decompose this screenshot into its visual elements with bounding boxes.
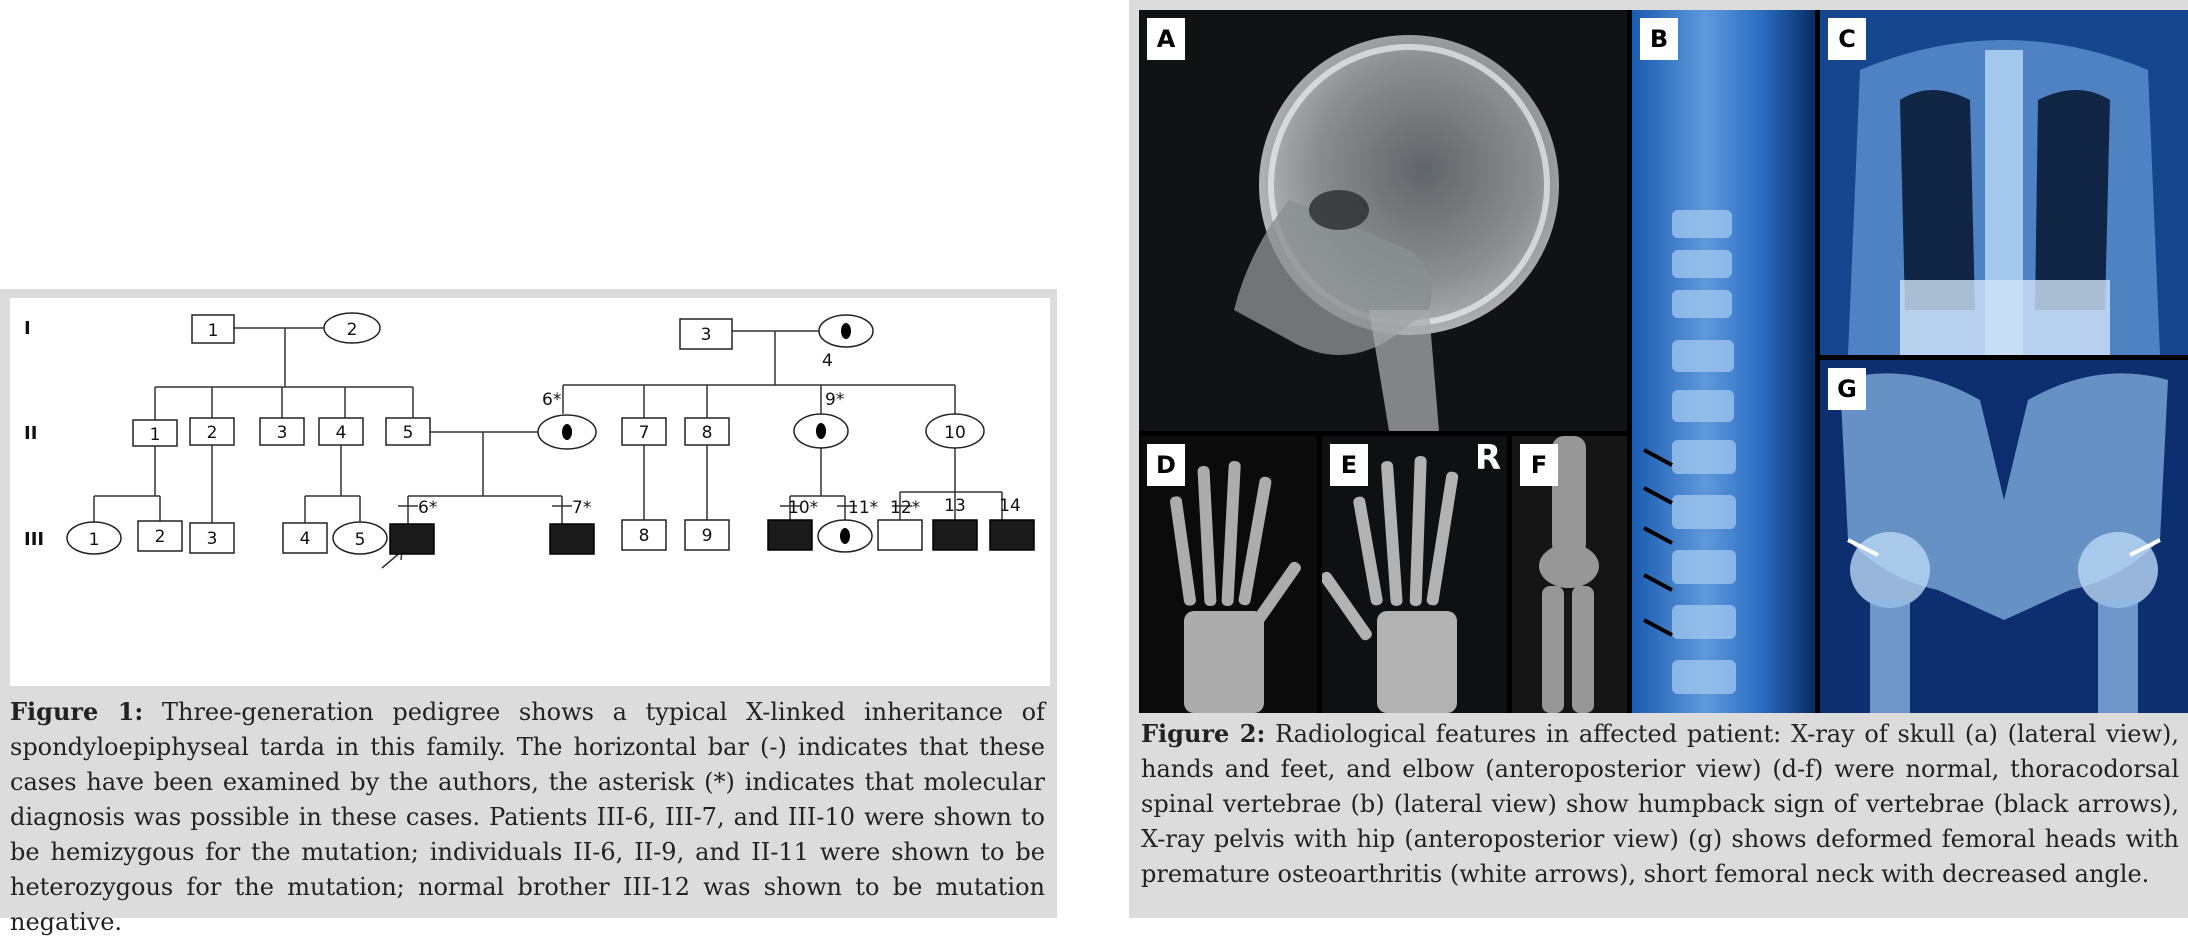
pedigree-male-III-2 (137, 520, 183, 552)
pedigree-label-I-2: 2 (347, 320, 358, 340)
pedigree-male-II-2 (189, 417, 235, 446)
pedigree-affected-male-III-14 (989, 519, 1035, 551)
pedigree-label-II-7: 7 (639, 423, 650, 443)
pedigree-label-III-7: 7* (572, 498, 591, 518)
figure-2-caption: Figure 2: Radiological features in affec… (1141, 716, 2179, 892)
pedigree-affected-male-III-7 (549, 523, 595, 555)
panel-f-elbow-xray: F (1512, 436, 1627, 713)
pedigree-label-III-1: 1 (89, 530, 100, 550)
pedigree-male-II-5 (385, 417, 431, 446)
pedigree-label-III-10: 10* (788, 498, 818, 518)
pedigree-male-II-7 (621, 417, 667, 446)
pedigree-affected-male-III-10 (767, 519, 813, 551)
pedigree-male-III-8 (621, 519, 667, 551)
pedigree-male-III-4 (282, 522, 328, 554)
pedigree-male-II-8 (684, 417, 730, 446)
pedigree-label-I-1: 1 (208, 321, 219, 341)
pedigree-male-I-3 (679, 318, 733, 350)
skull-xray-image (1234, 35, 1559, 431)
pedigree-label-III-2: 2 (155, 527, 166, 547)
pedigree-male-II-4 (318, 417, 364, 446)
pedigree-label-II-3: 3 (277, 423, 288, 443)
pedigree-label-III-8: 8 (639, 526, 650, 546)
pedigree-label-II-5: 5 (403, 423, 414, 443)
spine-xray-image (1632, 10, 1815, 713)
carrier-dot-III-11 (840, 528, 850, 544)
generation-label-II: II (24, 423, 37, 444)
pedigree-male-I-1 (191, 314, 235, 344)
panel-c-chest-xray: C (1820, 10, 2188, 355)
pedigree-label-III-9: 9 (702, 526, 713, 546)
pedigree-label-III-12: 12* (890, 498, 920, 518)
pedigree-label-II-4: 4 (336, 423, 347, 443)
figure-2-caption-label: Figure 2: (1141, 719, 1266, 748)
pedigree-male-II-1 (132, 419, 178, 447)
panel-label-e: E (1330, 444, 1368, 486)
panel-label-f: F (1520, 444, 1558, 486)
figure-1-caption-label: Figure 1: (10, 697, 144, 726)
pedigree-label-III-11: 11* (848, 498, 878, 518)
carrier-dot-II-6 (562, 424, 572, 440)
pedigree-female-II-10 (925, 413, 985, 449)
figure-2-caption-text: Radiological features in affected patien… (1141, 720, 2180, 888)
pedigree-male-III-12 (877, 519, 923, 551)
pedigree-male-II-3 (259, 417, 305, 446)
pedigree-label-I-3: 3 (701, 325, 712, 345)
pedigree-label-II-10: 10 (944, 423, 966, 443)
pedigree-label-III-5: 5 (355, 530, 366, 550)
figure-2: A (1129, 0, 2188, 918)
panel-d-hand-xray: D (1139, 436, 1317, 713)
pedigree-affected-male-III-6 (389, 523, 435, 555)
pedigree-label-II-6: 6* (542, 390, 561, 410)
carrier-dot-II-9 (816, 423, 826, 439)
panel-label-a: A (1147, 18, 1185, 60)
pedigree-svg: I II III 1 2 3 4 1 2 3 4 5 6 (24, 312, 1035, 569)
panel-b-spine-xray: B (1632, 10, 1815, 713)
panel-label-g: G (1828, 368, 1866, 410)
panel-label-c: C (1828, 18, 1866, 60)
pedigree-chart: I II III 1 2 3 4 1 2 3 4 5 6 (10, 298, 1050, 686)
pedigree-label-II-1: 1 (150, 425, 161, 445)
elbow-xray-image (1539, 436, 1599, 713)
pedigree-affected-male-III-13 (932, 519, 978, 551)
panel-label-b: B (1640, 18, 1678, 60)
generation-label-I: I (24, 318, 31, 339)
pedigree-male-III-9 (684, 519, 730, 551)
pedigree-label-I-4: 4 (822, 351, 833, 371)
pedigree-label-III-14: 14 (999, 496, 1021, 516)
pedigree-female-I-2 (323, 312, 381, 344)
pelvis-xray-image (1820, 360, 2188, 713)
pedigree-male-III-3 (189, 522, 235, 554)
hand-xray-image-e (1322, 456, 1459, 713)
pedigree-label-III-3: 3 (207, 529, 218, 549)
figure-1-caption: Figure 1: Three-generation pedigree show… (10, 694, 1045, 940)
panel-label-d: D (1147, 444, 1185, 486)
pedigree-label-III-13: 13 (944, 496, 966, 516)
hand-xray-image-d (1170, 461, 1301, 713)
carrier-dot-I-4 (841, 323, 851, 339)
side-marker-r: R (1474, 438, 1501, 478)
figure-1: I II III 1 2 3 4 1 2 3 4 5 6 (0, 289, 1057, 936)
chest-xray-image (1820, 10, 2188, 355)
pedigree-label-III-6: 6* (418, 498, 437, 518)
pedigree-label-II-9: 9* (825, 390, 844, 410)
xray-panel-grid: A (1139, 10, 2188, 713)
panel-g-pelvis-xray: G (1820, 360, 2188, 713)
pedigree-label-III-4: 4 (300, 529, 311, 549)
pedigree-female-III-5 (332, 521, 388, 555)
pedigree-label-II-8: 8 (702, 423, 713, 443)
generation-label-III: III (24, 529, 44, 550)
panel-a-skull-xray: A (1139, 10, 1627, 431)
pedigree-label-II-2: 2 (207, 423, 218, 443)
panel-e-hand-xray: E R (1322, 436, 1507, 713)
pedigree-female-III-1 (66, 521, 122, 555)
figure-1-caption-text: Three-generation pedigree shows a typica… (10, 698, 1045, 936)
